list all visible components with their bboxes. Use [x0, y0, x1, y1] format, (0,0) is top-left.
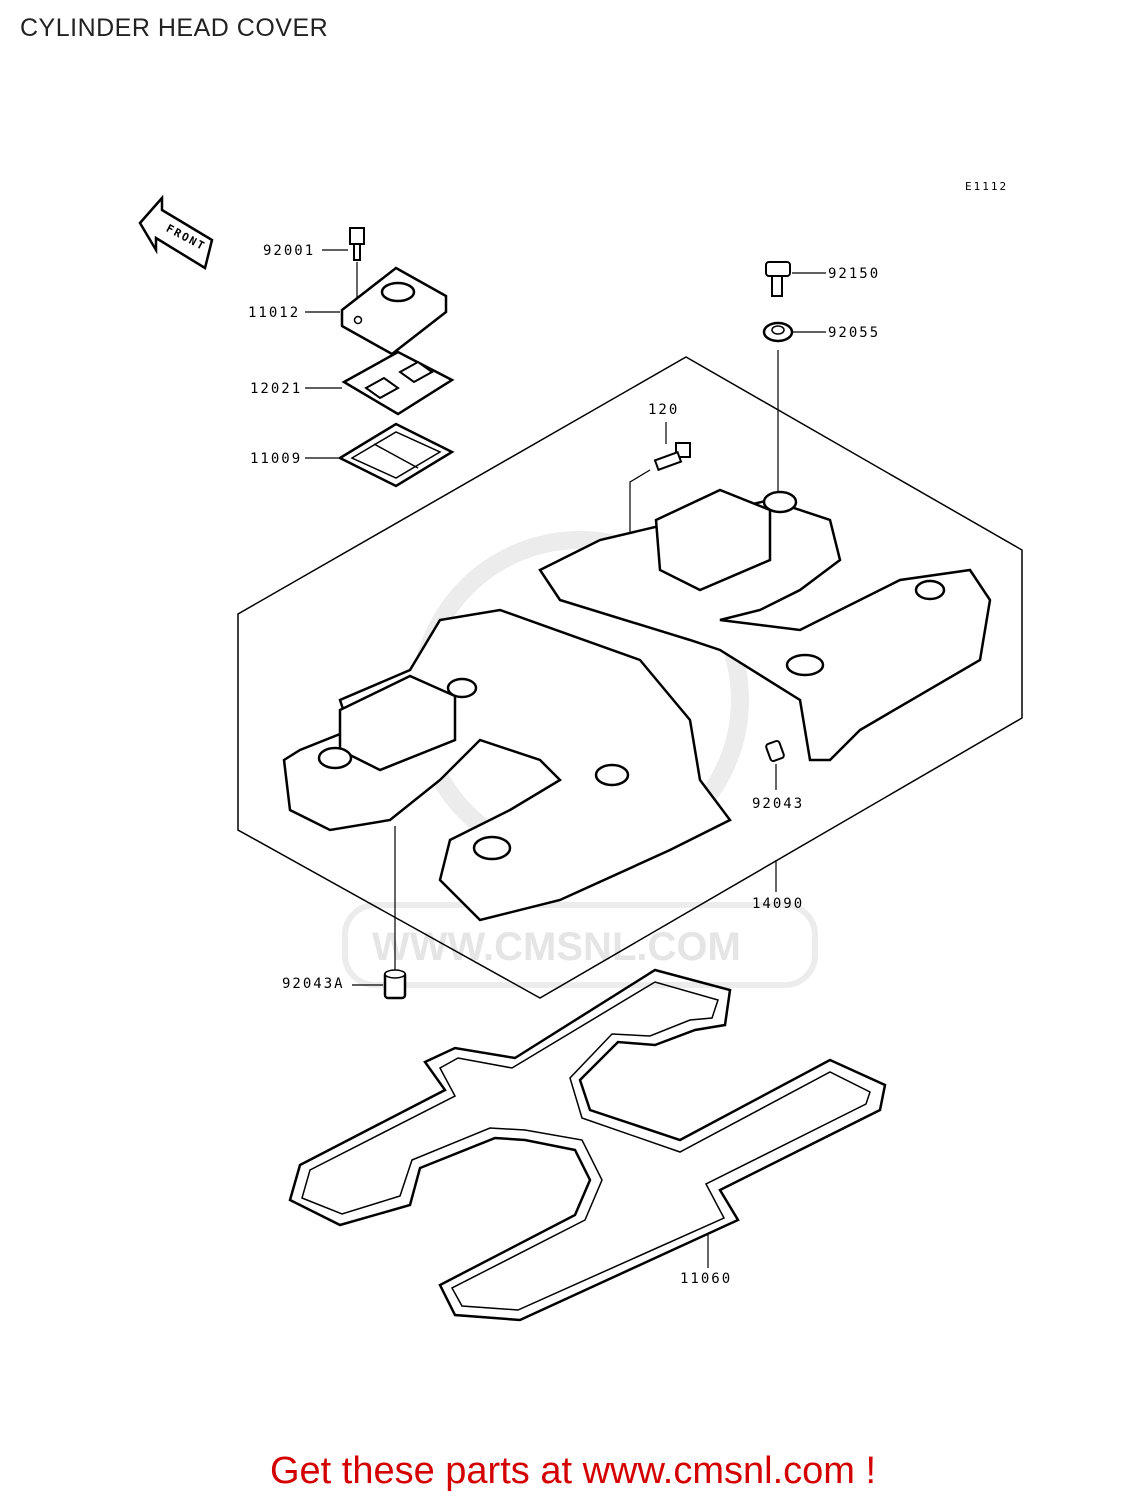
gasket-11060 — [288, 968, 887, 1322]
part-label-92043a: 92043A — [282, 976, 345, 992]
part-label-92001: 92001 — [263, 243, 315, 259]
footer-cta: Get these parts at www.cmsnl.com ! — [269, 1450, 877, 1492]
part-label-92043: 92043 — [752, 796, 804, 812]
bolt-92150 — [765, 261, 791, 297]
dowel-92043a — [383, 826, 407, 1000]
breather-cover-11012 — [340, 266, 448, 356]
page-title: CYLINDER HEAD COVER — [20, 14, 329, 42]
part-label-120: 120 — [648, 402, 679, 418]
diagram-ref-code: E1112 — [965, 180, 1008, 193]
front-arrow-icon: FRONT — [138, 194, 214, 270]
bolt-92001 — [349, 227, 365, 300]
part-label-11012: 11012 — [248, 305, 300, 321]
part-label-92150: 92150 — [828, 266, 880, 282]
washer-92055 — [762, 321, 794, 492]
watermark-text: WWW.CMSNL.COM — [372, 925, 741, 969]
bolt-120 — [629, 422, 691, 540]
plate-12021 — [341, 350, 455, 416]
cylinder-head-cover-14090 — [282, 488, 992, 922]
part-label-14090: 14090 — [752, 896, 804, 912]
part-label-12021: 12021 — [250, 381, 302, 397]
dowel-92043 — [765, 739, 785, 790]
part-label-11060: 11060 — [680, 1271, 732, 1287]
gasket-11009 — [337, 422, 455, 488]
part-label-11009: 11009 — [250, 451, 302, 467]
part-label-92055: 92055 — [828, 325, 880, 341]
